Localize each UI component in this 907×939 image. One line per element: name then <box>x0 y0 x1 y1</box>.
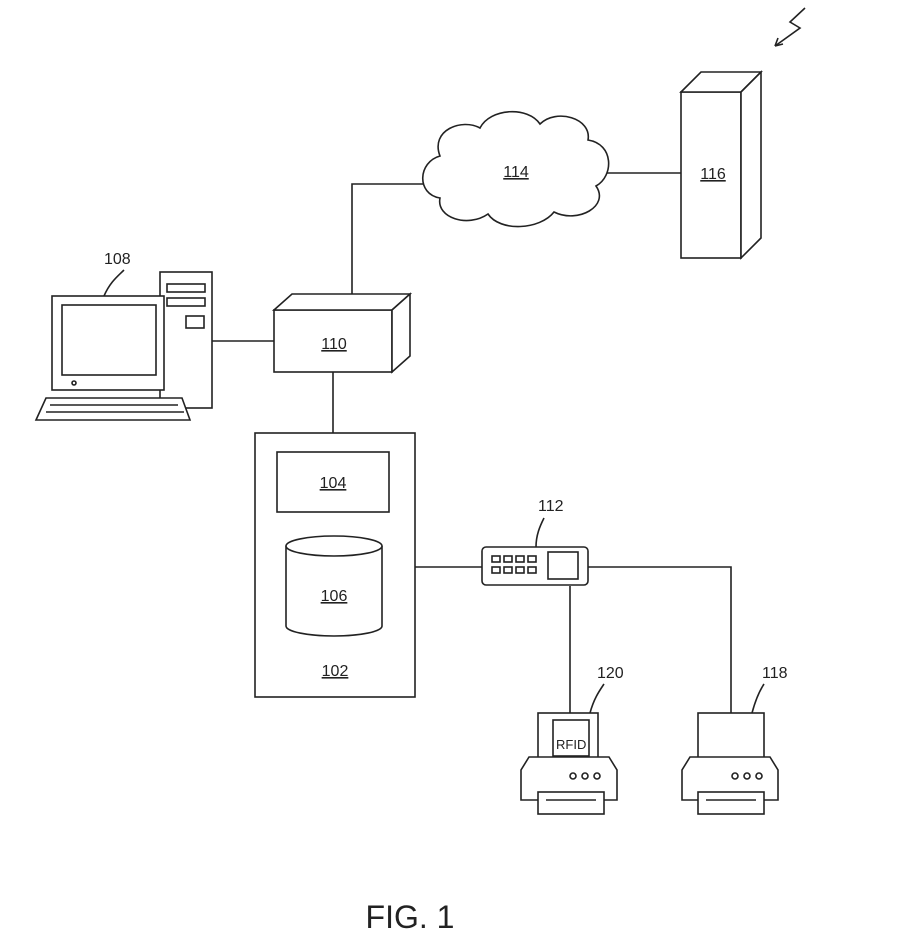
processor-label: 104 <box>320 475 347 492</box>
server-box: 104 106 102 <box>255 433 415 697</box>
printer-tray <box>698 792 764 814</box>
router-label: 112 <box>538 498 564 515</box>
hub-box: 110 <box>274 294 410 372</box>
workstation-leader <box>104 270 124 296</box>
printer-paper <box>698 713 764 763</box>
rfid-printer-leader <box>590 684 604 713</box>
connector-router-printer <box>588 567 731 713</box>
hub-top <box>274 294 410 310</box>
printer-leader <box>752 684 764 713</box>
rfid-printer: RFID 120 <box>521 665 624 814</box>
printer-label: 118 <box>762 665 788 682</box>
remote-server-label: 116 <box>700 166 726 183</box>
server-label: 102 <box>322 663 349 680</box>
keyboard-icon <box>36 398 190 420</box>
connector-hub-network <box>352 184 440 294</box>
network-cloud: 114 <box>423 112 609 227</box>
monitor-icon <box>52 296 164 390</box>
router-leader <box>536 518 544 547</box>
figure-caption: FIG. 1 <box>366 899 455 935</box>
workstation-label: 108 <box>104 251 131 268</box>
printer: 118 <box>682 665 788 814</box>
network-label: 114 <box>503 164 529 181</box>
remote-server-side <box>741 72 761 258</box>
lightning-icon <box>775 8 805 46</box>
rfid-printer-label: 120 <box>597 665 624 682</box>
hub-label: 110 <box>321 336 347 353</box>
router-device: 112 <box>482 498 588 585</box>
remote-server-tower: 116 <box>681 72 761 258</box>
database-top <box>286 536 382 556</box>
rfid-tag-text: RFID <box>556 737 586 752</box>
database-label: 106 <box>321 588 348 605</box>
workstation: 108 <box>36 251 212 420</box>
rfid-printer-tray <box>538 792 604 814</box>
